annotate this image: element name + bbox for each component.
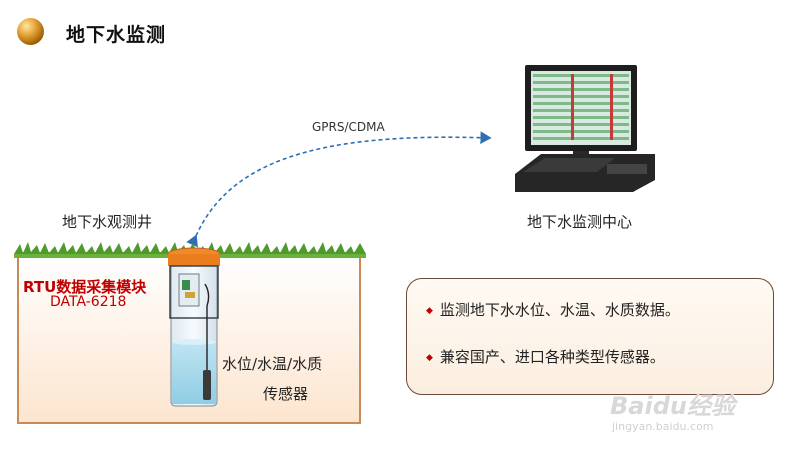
diamond-bullet-icon: ◆ [426,305,433,316]
feature-info-box [406,278,774,395]
page-title: 地下水监测 [66,24,167,46]
watermark-url: jingyan.baidu.com [612,420,714,433]
monitoring-center-label: 地下水监测中心 [527,213,633,231]
diamond-bullet-icon: ◆ [426,352,433,363]
sensor-label-line2: 传感器 [263,385,309,403]
well-label: 地下水观测井 [62,213,153,231]
rtu-model-label: DATA-6218 [50,294,127,310]
watermark-brand: Baidu经验 [610,392,735,420]
feature-item: ◆兼容国产、进口各种类型传感器。 [426,348,665,366]
sensor-label-line1: 水位/水温/水质 [222,355,323,373]
well-pipe-icon [167,247,221,407]
rtu-module-label: RTU数据采集模块 [23,278,147,296]
link-protocol-label: GPRS/CDMA [312,120,385,134]
feature-item: ◆监测地下水水位、水温、水质数据。 [426,301,680,319]
title-bullet-icon [17,18,44,45]
monitor-computer-icon [515,65,655,192]
